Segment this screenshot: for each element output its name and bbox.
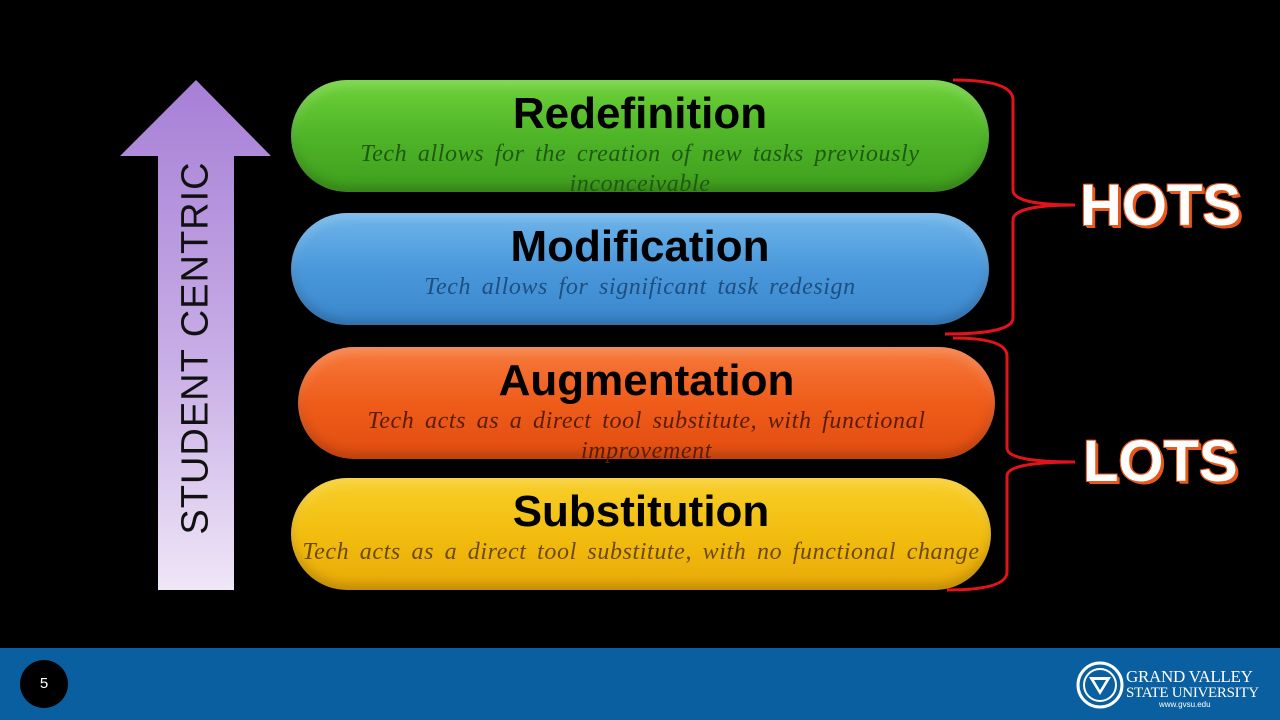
level-description: Tech allows for significant task redesig… xyxy=(424,274,856,300)
slide-number: 5 xyxy=(20,660,68,708)
level-modification: Modification Tech allows for significant… xyxy=(291,213,989,325)
level-title: Augmentation xyxy=(498,356,795,405)
group-label-upper: HOTS xyxy=(1080,173,1242,238)
level-substitution: Substitution Tech acts as a direct tool … xyxy=(291,478,991,590)
university-logo-icon xyxy=(1076,661,1124,709)
level-title: Substitution xyxy=(512,487,770,536)
university-url: www.gvsu.edu xyxy=(1159,700,1211,709)
university-name-line2: STATE UNIVERSITY xyxy=(1126,685,1259,701)
university-logo: GRAND VALLEY STATE UNIVERSITY www.gvsu.e… xyxy=(1076,661,1259,709)
footer-bar: 5 GRAND VALLEY STATE UNIVERSITY www.gvsu… xyxy=(0,648,1280,720)
level-description: Tech acts as a direct tool substitute, w… xyxy=(302,539,980,565)
arrow-label: STUDENT CENTRIC xyxy=(174,161,217,535)
level-title: Redefinition xyxy=(512,89,768,138)
university-name-line1: GRAND VALLEY xyxy=(1126,667,1253,686)
level-description: Tech acts as a direct tool substitute, w… xyxy=(367,408,926,464)
group-label-lower: LOTS xyxy=(1083,429,1238,494)
level-augmentation: Augmentation Tech acts as a direct tool … xyxy=(298,347,995,464)
level-description: Tech allows for the creation of new task… xyxy=(360,141,920,197)
university-name: GRAND VALLEY STATE UNIVERSITY xyxy=(1126,667,1259,701)
up-arrow-icon xyxy=(120,80,271,590)
level-redefinition: Redefinition Tech allows for the creatio… xyxy=(291,80,989,197)
level-title: Modification xyxy=(510,222,770,271)
